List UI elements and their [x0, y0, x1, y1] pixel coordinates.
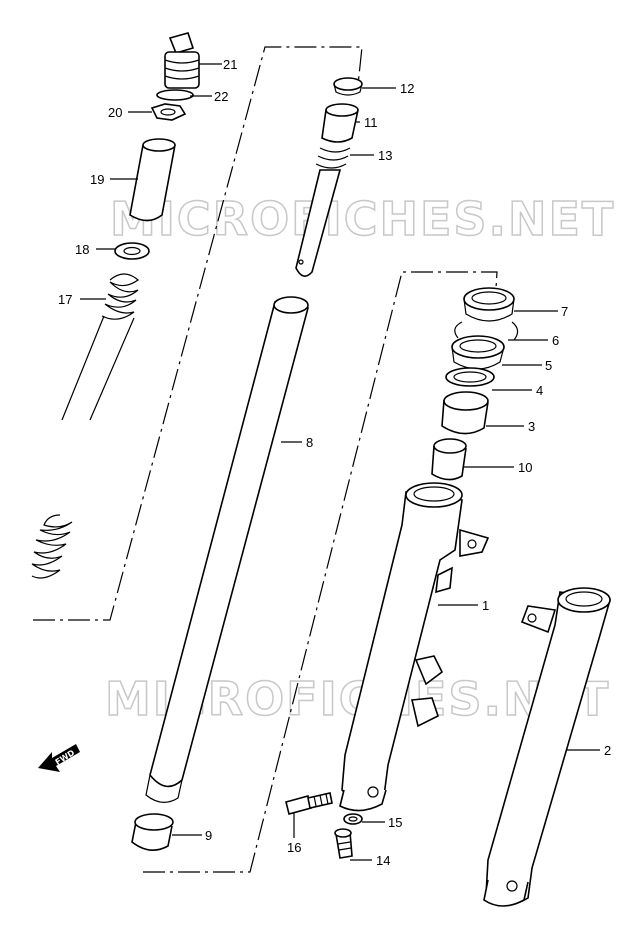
part-3-bushing	[441, 391, 489, 435]
part-12-ring	[333, 77, 363, 96]
callout-16: 16	[287, 840, 301, 855]
part-15-washer	[343, 813, 363, 825]
callout-1: 1	[482, 598, 489, 613]
callout-15: 15	[388, 815, 402, 830]
part-5-oil-seal	[451, 335, 505, 370]
callout-14: 14	[376, 853, 390, 868]
callout-10: 10	[518, 460, 532, 475]
callout-18: 18	[75, 242, 89, 257]
callout-21: 21	[223, 57, 237, 72]
part-10-oil-lock	[431, 438, 467, 481]
part-4-washer	[445, 367, 495, 387]
watermark-top: MICROFICHES.NET	[110, 192, 615, 246]
part-18-washer	[114, 242, 150, 260]
part-8-inner-tube	[145, 296, 309, 803]
part-6-stopper-ring	[454, 321, 519, 341]
callout-13: 13	[378, 148, 392, 163]
boundary-mid	[143, 271, 498, 873]
callout-7: 7	[561, 304, 568, 319]
part-9-bushing	[131, 813, 174, 851]
part-19-spacer	[129, 138, 176, 222]
callout-11: 11	[364, 115, 378, 130]
callout-9: 9	[205, 828, 212, 843]
part-11-piston	[321, 103, 359, 143]
part-21-adjuster	[156, 32, 200, 101]
boundary-left	[33, 46, 363, 621]
callout-5: 5	[545, 358, 552, 373]
part-1-outer-tube	[339, 482, 490, 812]
callout-20: 20	[108, 105, 122, 120]
fwd-arrow-icon: FWD	[38, 744, 80, 772]
part-20-nut	[150, 103, 187, 121]
callout-4: 4	[536, 383, 543, 398]
callout-19: 19	[90, 172, 104, 187]
callout-17: 17	[58, 292, 72, 307]
part-7-dust-seal	[463, 287, 515, 322]
part-13-rod	[295, 147, 351, 277]
callout-6: 6	[552, 333, 559, 348]
part-2-outer-tube	[483, 587, 612, 907]
part-16-bolt	[285, 792, 333, 815]
callout-22: 22	[214, 89, 228, 104]
part-17-spring	[31, 273, 139, 579]
callout-2: 2	[604, 743, 611, 758]
callout-8: 8	[306, 435, 313, 450]
callout-12: 12	[400, 81, 414, 96]
part-14-bolt	[334, 828, 353, 859]
callout-3: 3	[528, 419, 535, 434]
